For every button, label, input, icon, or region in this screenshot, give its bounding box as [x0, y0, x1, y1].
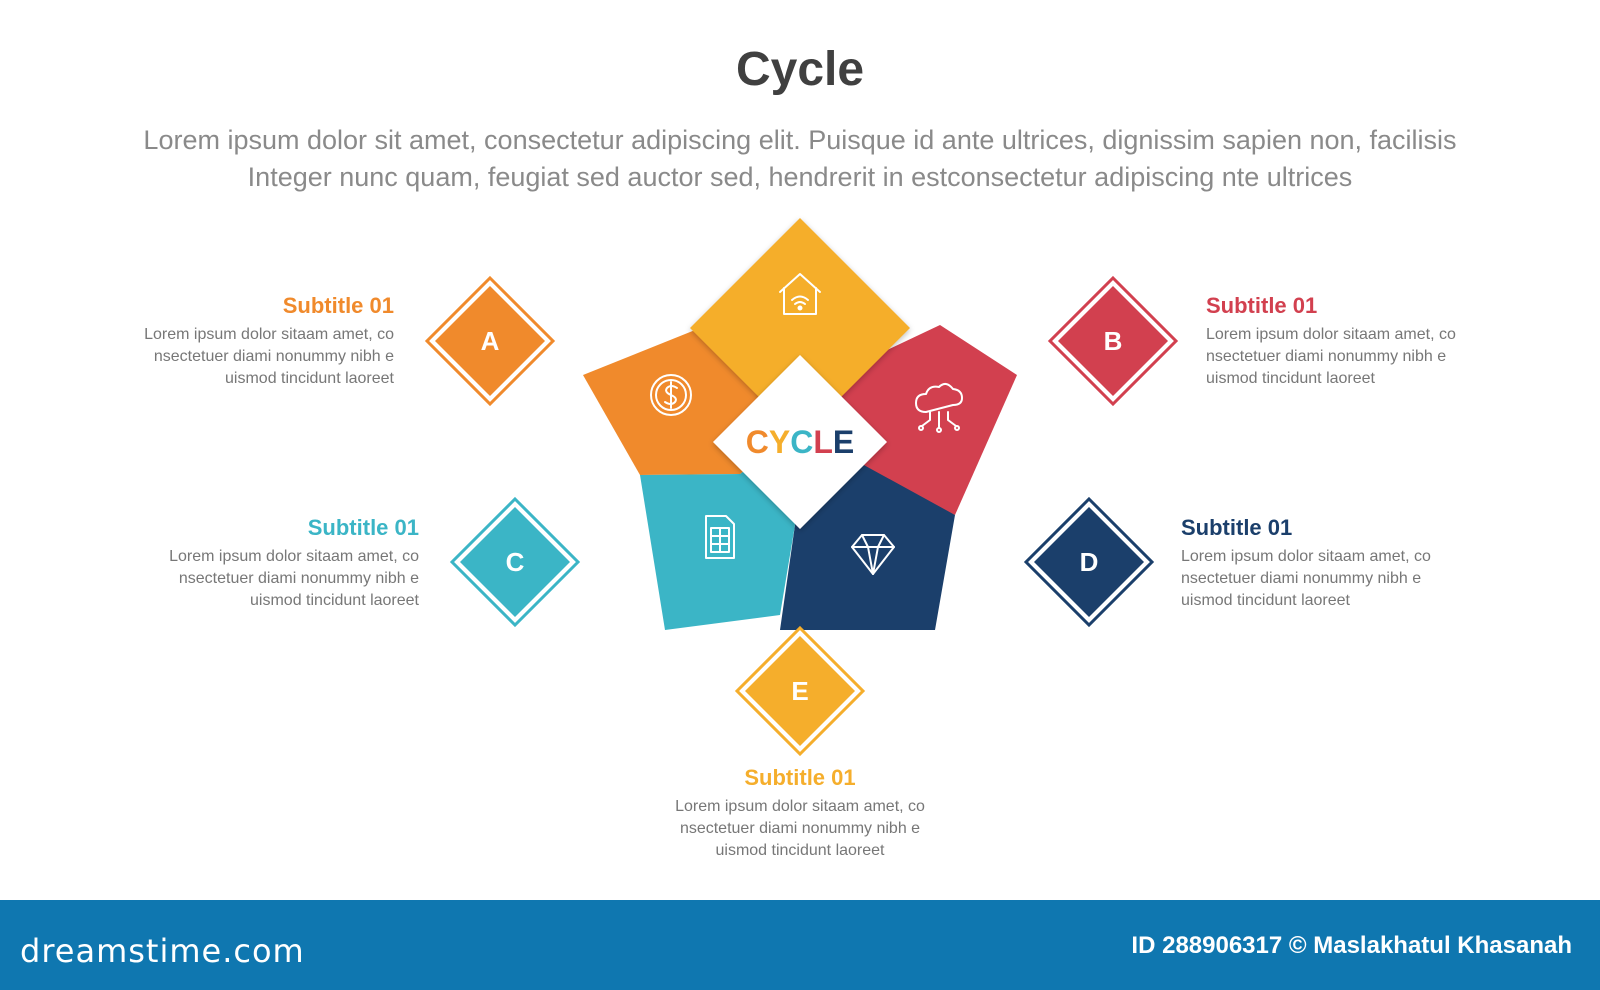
- badge-a: A: [424, 275, 556, 407]
- dollar-coin-icon: [650, 374, 692, 416]
- brand-logo[interactable]: dreamstime.com: [20, 932, 305, 970]
- center-letter-5: E: [833, 424, 854, 460]
- item-c-subtitle: Subtitle 01: [307, 515, 419, 540]
- petal-e: [690, 218, 910, 438]
- badge-d-letter: D: [1080, 547, 1099, 577]
- center-letter-4: L: [813, 424, 833, 460]
- description-line-1: Lorem ipsum dolor sit amet, consectetur …: [143, 125, 1457, 155]
- item-b-description: Lorem ipsum dolor sitaam amet, co nsecte…: [1206, 326, 1456, 387]
- badge-c: C: [449, 496, 581, 628]
- item-d-subtitle: Subtitle 01: [1181, 515, 1293, 540]
- item-a-subtitle: Subtitle 01: [282, 293, 394, 318]
- badge-b-letter: B: [1104, 326, 1123, 356]
- center-diamond: [713, 355, 887, 529]
- sim-card-icon: [705, 515, 735, 559]
- badge-a-letter: A: [481, 326, 500, 356]
- badge-d: D: [1023, 496, 1155, 628]
- item-b-subtitle: Subtitle 01: [1206, 293, 1318, 318]
- item-a: Subtitle 01 Lorem ipsum dolor sitaam ame…: [104, 292, 394, 390]
- badge-b: B: [1047, 275, 1179, 407]
- cycle-diagram: CYCLE A B C D E: [424, 218, 1179, 757]
- description-line-2: Integer nunc quam, feugiat sed auctor se…: [247, 162, 1353, 192]
- image-credit: ID 288906317 © Maslakhatul Khasanah: [1131, 932, 1572, 959]
- item-a-description: Lorem ipsum dolor sitaam amet, co nsecte…: [144, 326, 394, 387]
- item-b: Subtitle 01 Lorem ipsum dolor sitaam ame…: [1206, 292, 1496, 390]
- item-e-subtitle: Subtitle 01: [744, 765, 856, 790]
- page-description: Lorem ipsum dolor sit amet, consectetur …: [0, 122, 1600, 196]
- badge-e: E: [734, 625, 866, 757]
- item-c-description: Lorem ipsum dolor sitaam amet, co nsecte…: [169, 548, 419, 609]
- item-e: Subtitle 01 Lorem ipsum dolor sitaam ame…: [655, 764, 945, 862]
- item-c: Subtitle 01 Lorem ipsum dolor sitaam ame…: [129, 514, 419, 612]
- item-d-description: Lorem ipsum dolor sitaam amet, co nsecte…: [1181, 548, 1431, 609]
- cycle-center-label: CYCLE: [746, 424, 854, 460]
- center-letter-2: Y: [769, 424, 790, 460]
- footer-bar: dreamstime.com ID 288906317 © Maslakhatu…: [0, 900, 1600, 990]
- badge-e-letter: E: [791, 676, 808, 706]
- center-letter-1: C: [746, 424, 769, 460]
- badge-c-letter: C: [506, 547, 525, 577]
- center-letter-3: C: [790, 424, 813, 460]
- diamond-gem-icon: [851, 534, 895, 575]
- item-d: Subtitle 01 Lorem ipsum dolor sitaam ame…: [1181, 514, 1471, 612]
- page-title: Cycle: [735, 43, 865, 96]
- item-e-description: Lorem ipsum dolor sitaam amet, co nsecte…: [675, 798, 925, 859]
- cloud-network-icon: [915, 383, 963, 433]
- smart-home-icon: [779, 273, 821, 315]
